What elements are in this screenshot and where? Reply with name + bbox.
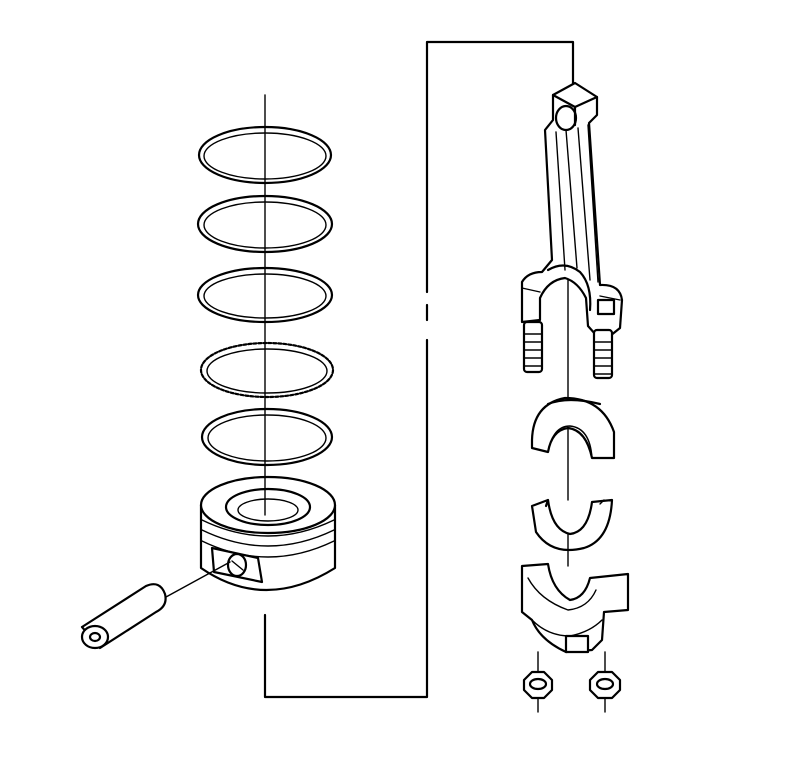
rod-bolt-left xyxy=(522,320,544,374)
piston-ring-oil-lower-rail xyxy=(200,407,334,467)
piston xyxy=(199,475,337,591)
connecting-rod xyxy=(520,81,624,338)
rod-bolt-right xyxy=(592,328,614,380)
piston-pin xyxy=(80,561,231,650)
piston-ring-oil-expander xyxy=(199,341,335,399)
connecting-rod-cap xyxy=(520,562,630,654)
bearing-lower xyxy=(530,498,614,552)
bearing-upper xyxy=(530,396,616,460)
nut-left xyxy=(522,670,554,700)
assembly-connector-line xyxy=(263,40,575,699)
nut-right xyxy=(588,670,622,700)
rod-center-lines xyxy=(537,279,606,713)
